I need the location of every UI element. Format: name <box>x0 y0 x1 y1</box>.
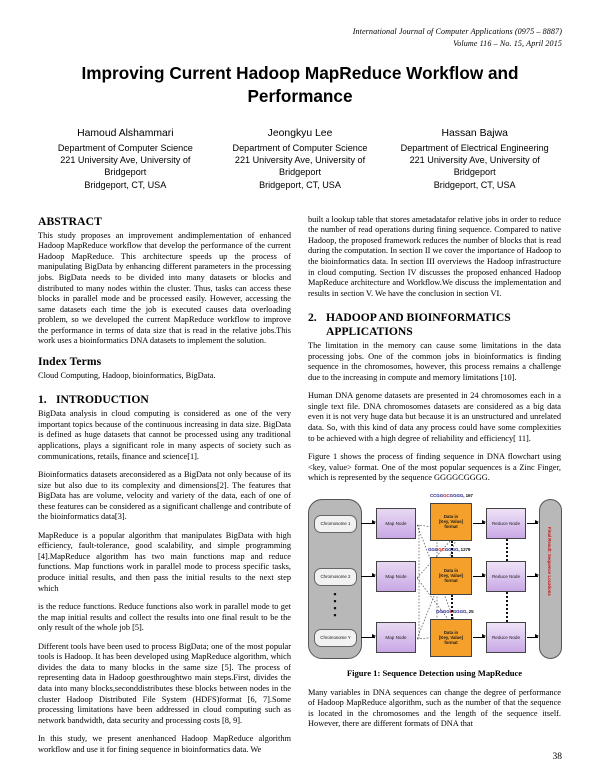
final-result-container <box>539 498 562 659</box>
author-affiliation-line: 221 University Ave, University of <box>60 155 191 166</box>
data-keyvalue-box: Data in [Key, Value] format <box>430 502 472 541</box>
data-box-line2: [Key, Value] <box>438 519 464 525</box>
data-box-line1: Data in <box>443 568 459 574</box>
abstract-heading: ABSTRACT <box>38 214 102 228</box>
journal-name-line: International Journal of Computer Applic… <box>352 27 562 36</box>
paragraph: In this study, we present anenhanced Had… <box>38 734 291 754</box>
author-block: Jeongkyu Lee Department of Computer Scie… <box>213 127 388 191</box>
index-terms-text: Cloud Computing, Hadoop, bioinformatics,… <box>38 370 216 380</box>
data-box-line3: format <box>444 640 458 646</box>
author-name: Hamoud Alshammari <box>77 128 174 139</box>
data-keyvalue-box: Data in [Key, Value] format <box>430 556 472 595</box>
data-box-line3: format <box>444 524 458 530</box>
right-column: built a lookup table that stores ametada… <box>308 214 562 763</box>
flow-arrow <box>527 573 539 578</box>
data-keyvalue-box: Data in [Key, Value] format <box>430 618 472 657</box>
author-affiliation-line: Bridgeport <box>279 167 321 178</box>
page-number: 38 <box>552 752 563 762</box>
paragraph: Human DNA genome datasets are presented … <box>308 391 561 443</box>
body-columns: ABSTRACT This study proposes an improvem… <box>38 215 562 763</box>
author-affiliation-line: Bridgeport, CT, USA <box>84 179 167 190</box>
paragraph: Figure 1 shows the process of finding se… <box>308 452 561 483</box>
section-title-line2: APPLICATIONS <box>326 325 413 339</box>
journal-volume-line: Volume 116 – No. 15, April 2015 <box>453 38 562 48</box>
final-result-label: Final Result: Sequence Locations <box>547 527 552 596</box>
abstract-text: This study proposes an improvement andim… <box>38 230 291 346</box>
map-node-box: Map Node <box>376 621 416 653</box>
section-number: 2. <box>308 311 317 325</box>
reduce-node-box: Reduce Node <box>486 560 526 592</box>
vertical-ellipsis: ▪▪▪▪ <box>333 588 337 620</box>
data-box-line2: [Key, Value] <box>438 635 464 641</box>
paragraph: MapReduce is a popular algorithm that ma… <box>38 530 291 593</box>
author-affiliation-line: 221 University Ave, University of <box>234 155 366 166</box>
figure-diagram: Chromosome 1 Chromosome 2 ▪▪▪▪ Chromosom… <box>308 492 562 661</box>
flow-arrow <box>361 573 376 578</box>
paragraph: BigData analysis in cloud computing is c… <box>38 409 291 461</box>
paragraph: built a lookup table that stores ametada… <box>308 214 561 298</box>
flow-arrow <box>361 520 376 525</box>
section-number: 1. <box>38 393 47 407</box>
journal-header: International Journal of Computer Applic… <box>38 0 562 49</box>
paragraph: Many variables in DNA sequences can chan… <box>308 687 561 729</box>
paragraph: is the reduce functions. Reduce function… <box>38 602 291 633</box>
dotted-connector <box>506 591 508 622</box>
author-affiliation-line: Department of Computer Science <box>57 143 193 153</box>
dotted-connector <box>451 594 453 619</box>
flow-arrow <box>473 573 486 578</box>
figure-caption: Figure 1: Sequence Detection using MapRe… <box>346 667 523 678</box>
figure-1: Chromosome 1 Chromosome 2 ▪▪▪▪ Chromosom… <box>308 492 562 679</box>
dotted-connector <box>451 540 453 557</box>
sequence-label-mid: GGGGCGGGG, 1279 <box>428 546 471 552</box>
author-affiliation-line: Bridgeport, CT, USA <box>433 179 516 190</box>
data-box-line3: format <box>444 578 458 584</box>
paragraph: Bioinformatics datasets areconsidered as… <box>38 470 291 522</box>
data-box-line2: [Key, Value] <box>438 573 464 579</box>
index-terms-heading: Index Terms <box>38 354 102 368</box>
reduce-node-box: Reduce Node <box>486 621 526 653</box>
sequence-label-top: CCGGGCGGGG, 167 <box>430 492 473 498</box>
data-box-line1: Data in <box>443 630 459 636</box>
author-affiliation-line: 221 University Ave, University of <box>409 155 540 166</box>
map-node-box: Map Node <box>376 560 416 592</box>
section-title: INTRODUCTION <box>56 393 149 407</box>
introduction-heading: 1. INTRODUCTION <box>38 393 291 407</box>
flow-arrow <box>361 634 376 639</box>
dotted-connector <box>506 538 508 561</box>
section-title: HADOOP AND BIOINFORMATICS APPLICATIONS <box>326 311 511 339</box>
section-title-line1: HADOOP AND BIOINFORMATICS <box>326 311 511 325</box>
author-list: Hamoud Alshammari Department of Computer… <box>38 127 562 191</box>
final-result-text: Final Result: Sequence Locations <box>547 526 553 596</box>
author-affiliation-line: Department of Electrical Engineering <box>400 143 549 153</box>
chromosome-1-chip: Chromosome 1 <box>314 514 357 533</box>
author-block: Hassan Bajwa Department of Electrical En… <box>387 127 562 191</box>
flow-arrow <box>527 520 539 525</box>
paragraph: Different tools have been used to proces… <box>38 641 291 725</box>
chromosome-2-chip: Chromosome 2 <box>314 567 357 586</box>
author-affiliation-line: Bridgeport <box>453 167 496 178</box>
author-block: Hamoud Alshammari Department of Computer… <box>38 127 213 191</box>
section2-heading: 2. HADOOP AND BIOINFORMATICS APPLICATION… <box>308 311 561 339</box>
paragraph: The limitation in the memory can cause s… <box>308 341 561 382</box>
author-affiliation-line: Bridgeport <box>104 167 147 178</box>
data-box-line1: Data in <box>443 514 459 520</box>
page-title: Improving Current Hadoop MapReduce Workf… <box>81 63 519 106</box>
chromosome-n-chip: Chromosome Y <box>314 628 357 647</box>
left-column: ABSTRACT This study proposes an improvem… <box>38 215 291 763</box>
author-name: Hassan Bajwa <box>441 128 508 139</box>
flow-arrow <box>473 634 486 639</box>
map-node-box: Map Node <box>376 507 416 539</box>
author-name: Jeongkyu Lee <box>267 128 333 139</box>
reduce-node-box: Reduce Node <box>486 507 526 539</box>
author-affiliation-line: Bridgeport, CT, USA <box>259 179 341 190</box>
flow-arrow <box>527 634 539 639</box>
sequence-label-bottom: GGGGCGGGG, 25 <box>436 608 474 614</box>
author-affiliation-line: Department of Computer Science <box>232 143 368 153</box>
flow-arrow <box>473 520 486 525</box>
